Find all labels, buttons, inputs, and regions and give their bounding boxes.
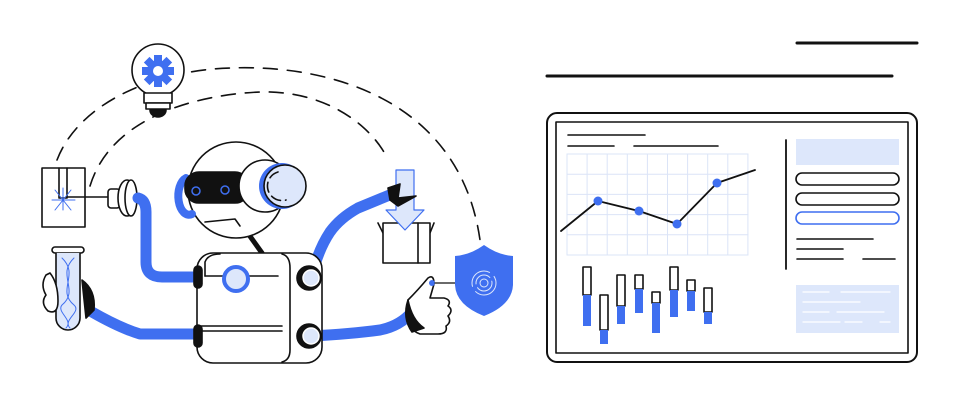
bar-fill (600, 330, 608, 344)
pill-field-3 (795, 211, 900, 225)
dna-test-tube-icon (42, 246, 96, 331)
notes-card (796, 285, 899, 333)
bar-fill (635, 289, 643, 313)
arm-lower-right (306, 306, 418, 342)
robot-eye-right (220, 185, 230, 195)
bar-fill (687, 291, 695, 311)
gripper (387, 183, 417, 207)
panel-title-line (567, 134, 719, 147)
bar-fill (652, 303, 660, 333)
dashed-arc-outer (56, 66, 481, 241)
chart-grid (566, 153, 749, 256)
bar-outline (582, 266, 592, 296)
bar-fill (670, 290, 678, 317)
robot-eye-left (191, 186, 201, 196)
arm-upper-right (306, 188, 398, 282)
bar-outline (634, 274, 644, 290)
bar-chart-icon (582, 266, 713, 344)
lightbulb-icon (131, 43, 185, 118)
fingerprint-shield-icon (455, 245, 513, 316)
robot-chest-light (222, 265, 250, 293)
pill-field-2 (795, 192, 900, 206)
arm-lower-left (86, 306, 202, 340)
dashed-arc-inner (89, 91, 389, 187)
data-point (634, 206, 644, 216)
gear-icon (142, 55, 174, 87)
bar-fill (704, 312, 712, 324)
text-lines (796, 238, 896, 260)
line-chart-icon (560, 153, 756, 256)
arm-upper-left (132, 192, 202, 283)
info-card (796, 139, 899, 165)
robot-icon (174, 141, 323, 364)
data-point (712, 178, 722, 188)
bar-outline (686, 279, 696, 292)
trend-line (560, 169, 756, 232)
robot-hand-right (404, 276, 465, 335)
bar-outline (703, 287, 713, 313)
bar-outline (599, 294, 609, 331)
bar-outline (616, 274, 626, 307)
tablet-dashboard (546, 112, 918, 363)
data-point (593, 196, 603, 206)
laser-sensor-icon (41, 167, 113, 228)
pill-field-1 (795, 172, 900, 186)
bar-fill (617, 306, 625, 324)
bar-outline (669, 266, 679, 291)
bar-outline (651, 291, 661, 304)
bar-fill (583, 295, 591, 326)
data-point (672, 219, 682, 229)
robot-ear (263, 164, 307, 208)
